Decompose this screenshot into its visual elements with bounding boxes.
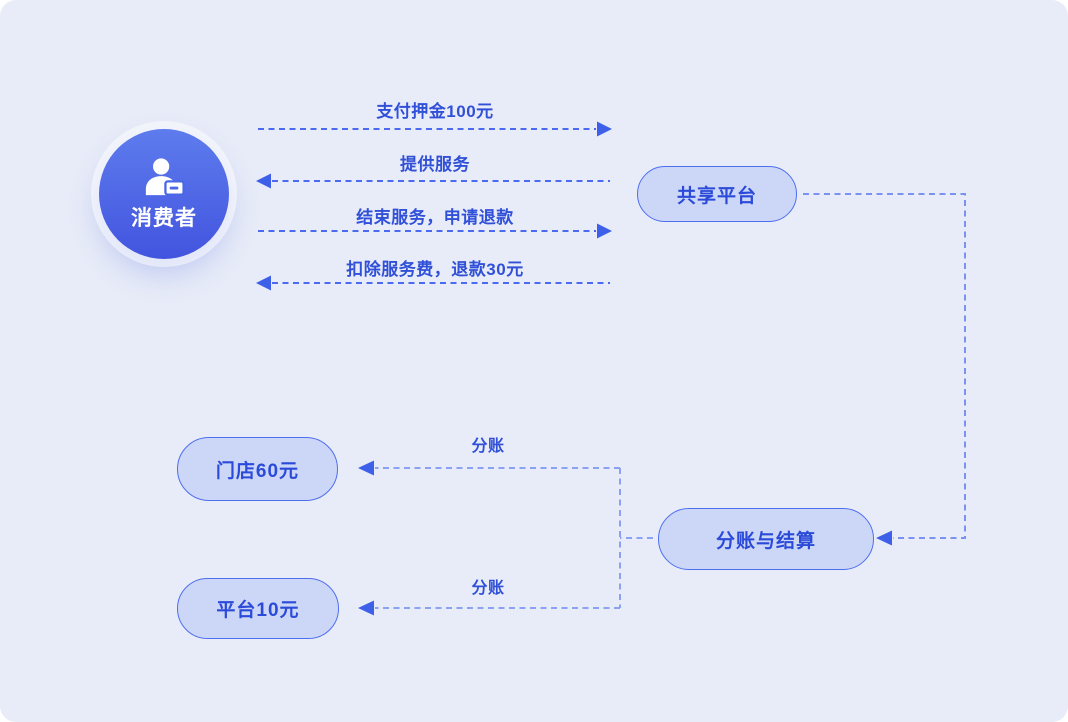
edge-to-settlement-arrowhead xyxy=(876,530,892,546)
edge-end-service-arrowhead xyxy=(597,223,612,239)
edge-label-split-platform: 分账 xyxy=(471,580,505,597)
edge-pay-deposit-arrowhead xyxy=(597,121,612,137)
edge-label-provide-service: 提供服务 xyxy=(400,155,470,174)
user-card-icon xyxy=(145,157,185,196)
node-settlement: 分账与结算 xyxy=(658,508,874,570)
edge-to-settlement-line xyxy=(803,193,966,539)
edge-split-store-arrowhead xyxy=(358,460,374,476)
edge-label-pay-deposit: 支付押金100元 xyxy=(376,102,494,121)
edge-label-end-service: 结束服务，申请退款 xyxy=(356,208,514,227)
node-platform-label: 共享平台 xyxy=(676,185,757,207)
edge-provide-service-arrowhead xyxy=(256,173,271,189)
node-settlement-label: 分账与结算 xyxy=(715,530,816,552)
node-store-share-label: 门店60元 xyxy=(215,460,300,482)
node-consumer: 消费者 xyxy=(99,129,229,259)
edge-label-refund: 扣除服务费，退款30元 xyxy=(346,260,524,279)
edge-label-split-store: 分账 xyxy=(471,438,505,455)
node-platform-share-label: 平台10元 xyxy=(216,600,300,621)
node-store-share: 门店60元 xyxy=(177,437,338,501)
edge-refund-arrowhead xyxy=(256,275,271,291)
edge-split-platform-arrowhead xyxy=(358,600,374,616)
node-platform-share: 平台10元 xyxy=(177,578,339,639)
node-platform: 共享平台 xyxy=(637,166,797,222)
node-consumer-label: 消费者 xyxy=(131,206,197,230)
